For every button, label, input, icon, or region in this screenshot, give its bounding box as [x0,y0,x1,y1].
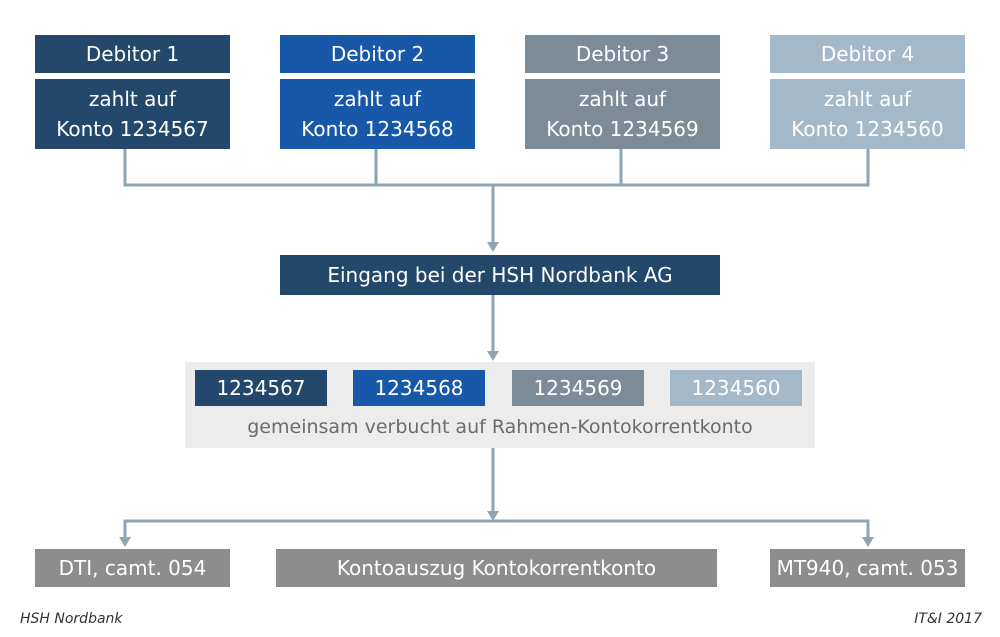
arrow-to-left-output [119,537,131,547]
output-kontoauszug: Kontoauszug Kontokorrentkonto [276,549,717,587]
accounts-caption: gemeinsam verbucht auf Rahmen-Kontokorre… [247,416,753,438]
account-number-4: 1234560 [670,370,802,406]
output-mt940-camt053: MT940, camt. 053 [770,549,965,587]
arrow-to-center-output [487,511,499,521]
account-number-1: 1234567 [195,370,327,406]
debitor-1-line1: zahlt auf [88,87,177,111]
debitor-2-description: zahlt auf Konto 1234568 [280,79,475,149]
debitor-1-line2: Konto 1234567 [56,117,209,141]
account-number-2: 1234568 [353,370,485,406]
incoming-box: Eingang bei der HSH Nordbank AG [280,255,720,295]
footer-source: HSH Nordbank [20,611,123,627]
debitor-4-description: zahlt auf Konto 1234560 [770,79,965,149]
footer-copyright: IT&I 2017 [914,611,982,627]
debitor-2-title: Debitor 2 [280,35,475,73]
debitor-3-line1: zahlt auf [578,87,667,111]
debitor-3-line2: Konto 1234569 [546,117,699,141]
debitor-4-line2: Konto 1234560 [791,117,944,141]
debitor-3-title: Debitor 3 [525,35,720,73]
debitor-1-title: Debitor 1 [35,35,230,73]
debitor-4-title: Debitor 4 [770,35,965,73]
arrow-to-incoming [487,242,499,252]
debitor-3-description: zahlt auf Konto 1234569 [525,79,720,149]
debitor-2-line2: Konto 1234568 [301,117,454,141]
arrow-to-right-output [862,537,874,547]
account-number-3: 1234569 [512,370,644,406]
debitor-2-line1: zahlt auf [333,87,422,111]
arrow-to-panel [487,351,499,361]
debitor-4-line1: zahlt auf [823,87,912,111]
output-dti-camt054: DTI, camt. 054 [35,549,230,587]
debitor-1-description: zahlt auf Konto 1234567 [35,79,230,149]
